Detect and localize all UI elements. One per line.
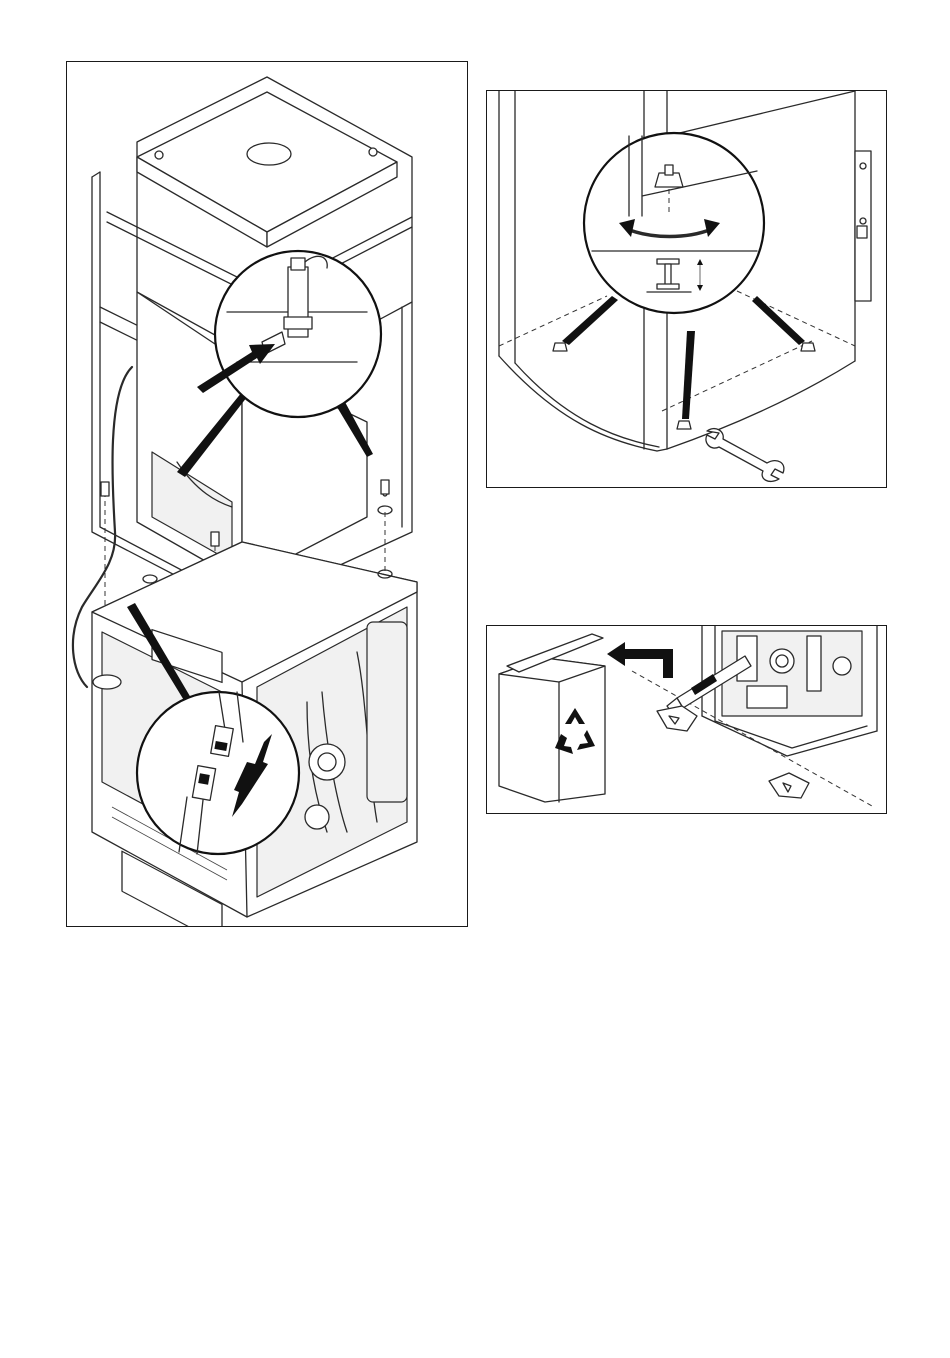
recycle-bin-icon bbox=[499, 634, 605, 802]
wrench-icon bbox=[706, 429, 784, 482]
arrow-icon bbox=[607, 642, 673, 678]
figure-packaging-disposal bbox=[486, 625, 887, 814]
packaging-clip-icon bbox=[657, 706, 809, 798]
figure-unit-assembly bbox=[66, 61, 468, 927]
packaging-disposal-illustration bbox=[487, 626, 887, 814]
figure-leveling-feet bbox=[486, 90, 887, 488]
detail-callout-foot bbox=[584, 133, 764, 313]
leveling-feet-illustration bbox=[487, 91, 887, 488]
unit-assembly-illustration bbox=[67, 62, 468, 927]
